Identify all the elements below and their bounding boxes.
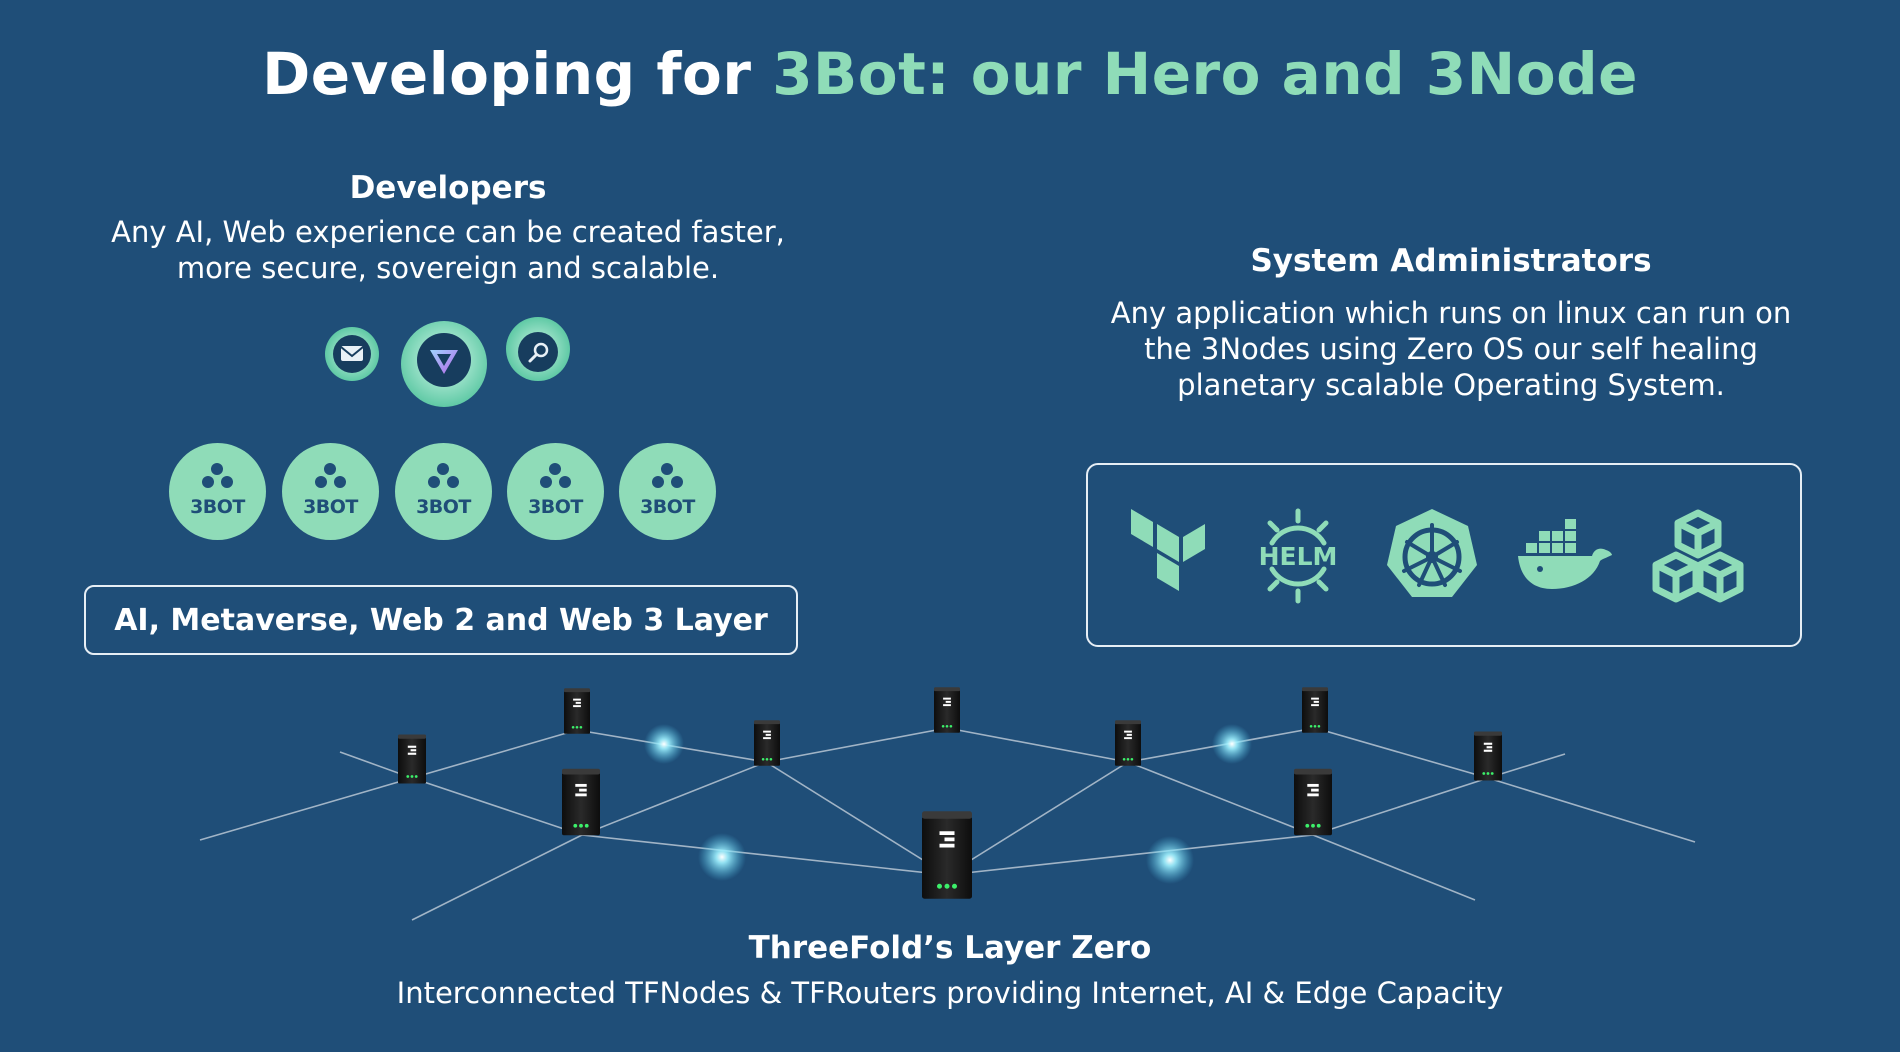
cubes-icon [1652,509,1744,603]
bot-logo-icon [619,463,716,503]
bot-label: 3BOT [303,496,358,518]
bot-badge-5: 3BOT [619,443,716,540]
bot-logo-icon [169,463,266,503]
node-server-icon [1474,731,1502,781]
bot-label: 3BOT [640,496,695,518]
node-server-icon [1115,720,1141,766]
vpn-icon [401,321,487,407]
tools-box [1086,463,1802,647]
bot-label: 3BOT [416,496,471,518]
node-server-icon [934,687,960,733]
node-server-icon [564,688,590,734]
docker-icon [1518,519,1612,589]
admins-description: Any application which runs on linux can … [1086,295,1816,403]
bot-badge-3: 3BOT [395,443,492,540]
node-server-icon [754,720,780,766]
footer-description: Interconnected TFNodes & TFRouters provi… [396,976,1504,1010]
node-network [199,687,1696,921]
developers-line-1: Any AI, Web experience can be created fa… [111,215,785,249]
mail-icon [325,327,379,381]
helm-icon: HELM [1259,508,1338,604]
layer-label: AI, Metaverse, Web 2 and Web 3 Layer [114,602,768,638]
page-title: Developing for 3Bot: our Hero and 3Node [0,40,1900,108]
bot-logo-icon [395,463,492,503]
terraform-icon [1131,509,1205,591]
admins-line-3: planetary scalable Operating System. [1177,368,1725,402]
node-server-icon [398,734,426,784]
title-prefix: Developing for [262,40,773,108]
bot-badge-1: 3BOT [169,443,266,540]
node-server-icon [562,768,600,836]
node-server-icon [922,811,972,899]
bot-label: 3BOT [528,496,583,518]
bot-badge-2: 3BOT [282,443,379,540]
admins-heading: System Administrators [1250,243,1652,279]
title-highlight: 3Bot: our Hero and 3Node [772,40,1638,108]
search-icon [506,317,570,381]
admins-line-1: Any application which runs on linux can … [1110,296,1792,330]
bot-label: 3BOT [190,496,245,518]
developers-line-2: more secure, sovereign and scalable. [176,251,720,285]
kubernetes-icon [1387,509,1477,597]
node-server-icon [1302,687,1328,733]
developers-description: Any AI, Web experience can be created fa… [60,214,836,286]
admins-line-2: the 3Nodes using Zero OS our self healin… [1144,332,1758,366]
helm-label: HELM [1259,542,1338,571]
developers-heading: Developers [349,170,547,206]
node-server-icon [1294,768,1332,836]
bot-logo-icon [507,463,604,503]
layer-label-box: AI, Metaverse, Web 2 and Web 3 Layer [84,585,798,655]
bot-badge-4: 3BOT [507,443,604,540]
footer-heading: ThreeFold’s Layer Zero [748,930,1152,966]
bot-logo-icon [282,463,379,503]
